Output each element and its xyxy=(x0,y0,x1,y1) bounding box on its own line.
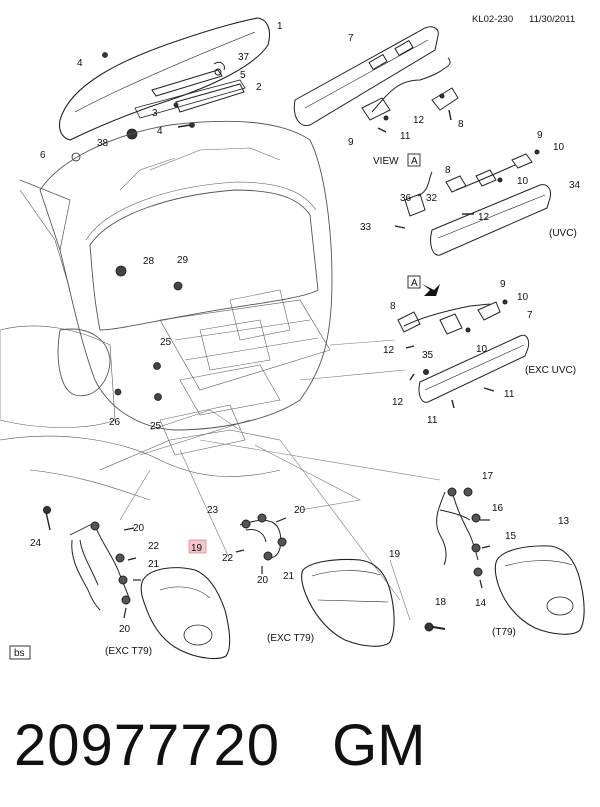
callout-28: 28 xyxy=(143,256,155,267)
callout-22b: 22 xyxy=(222,553,234,564)
callout-8b: 8 xyxy=(445,165,451,176)
callout-9a: 9 xyxy=(348,137,354,148)
callout-12d: 12 xyxy=(392,397,404,408)
callout-7b: 7 xyxy=(527,310,533,321)
screw-18 xyxy=(424,622,446,632)
harness-t79 xyxy=(436,487,491,589)
callout-1: 1 xyxy=(277,21,283,32)
exc-t79-mid-note: (EXC T79) xyxy=(267,633,314,644)
uvc-license-bar xyxy=(394,149,551,256)
part-footer: 20977720 GM xyxy=(14,695,586,795)
callout-8a: 8 xyxy=(458,119,464,130)
callout-16: 16 xyxy=(492,503,504,514)
t79-note: (T79) xyxy=(492,627,516,638)
view-a-box: A xyxy=(407,153,421,167)
callout-24: 24 xyxy=(30,538,42,549)
liftgate-plugs xyxy=(114,265,183,401)
callout-32: 32 xyxy=(426,193,438,204)
diagram-date: 11/30/2011 xyxy=(529,14,575,25)
callout-36: 36 xyxy=(400,193,412,204)
callout-12b: 12 xyxy=(478,212,490,223)
callout-4b: 4 xyxy=(157,126,163,137)
tail-lamp-exc-t79-left xyxy=(140,567,231,660)
callout-10a: 10 xyxy=(553,142,565,153)
exc-uvc-license-bar xyxy=(397,299,530,409)
arrow-a: A xyxy=(407,275,440,296)
callout-10b: 10 xyxy=(517,176,529,187)
diagram-code: KL02-230 xyxy=(472,14,513,25)
callout-19b: 19 xyxy=(389,549,401,560)
liftgate-outline xyxy=(0,120,333,501)
callout-14: 14 xyxy=(475,598,487,609)
parts-diagram: KL02-230 11/30/2011 xyxy=(0,14,585,660)
view-label: VIEW xyxy=(373,156,399,167)
callout-20c: 20 xyxy=(294,505,306,516)
uvc-note: (UVC) xyxy=(549,228,577,239)
callout-2: 2 xyxy=(256,82,262,93)
harness-exc-t79-left xyxy=(43,506,141,619)
callout-22a: 22 xyxy=(148,541,160,552)
callout-19-highlight: 19 xyxy=(191,543,203,554)
svg-text:bs: bs xyxy=(14,648,25,659)
highlight-box-19 xyxy=(188,539,207,554)
callout-18: 18 xyxy=(435,597,447,608)
callout-34: 34 xyxy=(569,180,581,191)
rear-spoiler xyxy=(58,17,271,141)
high-mount-stop-lamp xyxy=(151,61,245,113)
callout-4: 4 xyxy=(77,58,83,69)
callout-11c: 11 xyxy=(427,415,438,426)
svg-text:A: A xyxy=(411,156,418,167)
callout-29: 29 xyxy=(177,255,189,266)
callout-37: 37 xyxy=(238,52,250,63)
callout-25b: 25 xyxy=(150,421,162,432)
bs-box: bs xyxy=(9,645,31,660)
exc-t79-left-note: (EXC T79) xyxy=(105,646,152,657)
callout-10c: 10 xyxy=(517,292,529,303)
callout-13: 13 xyxy=(558,516,570,527)
callout-10d: 10 xyxy=(476,344,488,355)
callout-38: 38 xyxy=(97,138,109,149)
callout-20b: 20 xyxy=(119,624,131,635)
harness-exc-t79-mid xyxy=(235,513,287,574)
part-number: 20977720 xyxy=(14,712,281,778)
svg-text:A: A xyxy=(411,278,418,289)
tail-lamp-exc-t79-mid xyxy=(301,558,395,647)
callout-17: 17 xyxy=(482,471,494,482)
brand-label: GM xyxy=(332,712,426,778)
callout-25a: 25 xyxy=(160,337,172,348)
callout-5: 5 xyxy=(240,70,246,81)
extension-lines xyxy=(119,339,441,621)
exc-uvc-note: (EXC UVC) xyxy=(525,365,576,376)
callout-26: 26 xyxy=(109,417,121,428)
license-lamp-bar-upper xyxy=(293,26,439,127)
callout-23: 23 xyxy=(207,505,219,516)
license-lamps-upper xyxy=(361,57,459,133)
callout-7a: 7 xyxy=(348,33,354,44)
callout-12a: 12 xyxy=(413,115,425,126)
callout-3: 3 xyxy=(152,108,158,119)
callout-33: 33 xyxy=(360,222,372,233)
callout-20-mid: 20 xyxy=(257,575,269,586)
callout-8c: 8 xyxy=(390,301,396,312)
callout-12c: 12 xyxy=(383,345,395,356)
callout-9c: 9 xyxy=(500,279,506,290)
callout-6: 6 xyxy=(40,150,46,161)
callout-11a: 11 xyxy=(400,131,411,142)
callout-labels: 1 2 3 4 4 5 6 37 38 7 8 9 11 12 9 10 8 1… xyxy=(30,21,581,635)
callout-35: 35 xyxy=(422,350,434,361)
callout-11b: 11 xyxy=(504,389,515,400)
liftgate-inner-details xyxy=(119,147,291,456)
callout-21a: 21 xyxy=(148,559,160,570)
callout-15: 15 xyxy=(505,531,517,542)
callout-9b: 9 xyxy=(537,130,543,141)
callout-20a: 20 xyxy=(133,523,145,534)
callout-21b: 21 xyxy=(283,571,295,582)
tail-lamp-t79 xyxy=(494,545,585,635)
fasteners-upper xyxy=(71,52,195,162)
